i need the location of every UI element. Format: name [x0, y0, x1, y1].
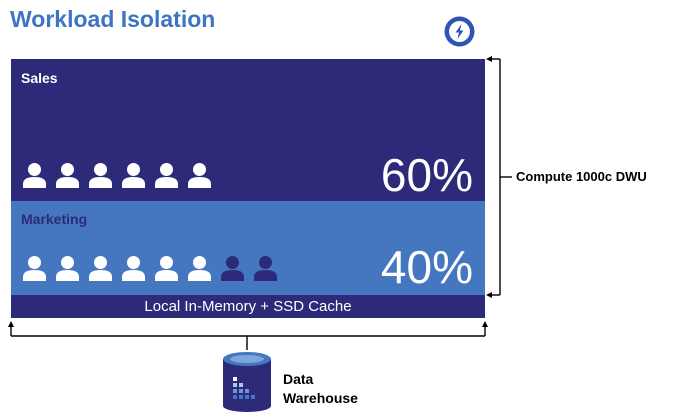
person-icon — [154, 162, 179, 188]
person-icon — [88, 255, 113, 281]
page-title: Workload Isolation — [10, 6, 216, 32]
cache-bar: Local In-Memory + SSD Cache — [11, 295, 485, 318]
lightning-bolt-icon — [443, 15, 476, 48]
data-warehouse-line1: Data — [283, 371, 314, 387]
person-icon — [121, 162, 146, 188]
sales-percentage: 60% — [380, 149, 473, 201]
person-icon — [121, 255, 146, 281]
person-icon — [88, 162, 113, 188]
data-warehouse-line2: Warehouse — [283, 390, 358, 406]
marketing-label: Marketing — [21, 211, 88, 227]
person-icon — [55, 162, 80, 188]
sales-label: Sales — [21, 70, 58, 86]
marketing-people-row — [22, 255, 286, 281]
database-icon — [221, 350, 273, 412]
marketing-percentage: 40% — [380, 241, 473, 293]
sales-workload-panel: Sales 60% — [11, 59, 485, 201]
marketing-workload-panel: Marketing 40% — [11, 201, 485, 295]
person-icon — [220, 255, 245, 281]
workload-diagram: Sales 60% Marketing 40% Local In-Memory … — [11, 59, 485, 318]
person-icon — [22, 255, 47, 281]
person-icon — [187, 255, 212, 281]
person-icon — [154, 255, 179, 281]
sales-people-row — [22, 162, 220, 188]
data-warehouse-label: Data Warehouse — [283, 370, 358, 408]
person-icon — [55, 255, 80, 281]
compute-label: Compute 1000c DWU — [516, 169, 647, 184]
person-icon — [22, 162, 47, 188]
person-icon — [187, 162, 212, 188]
person-icon — [253, 255, 278, 281]
